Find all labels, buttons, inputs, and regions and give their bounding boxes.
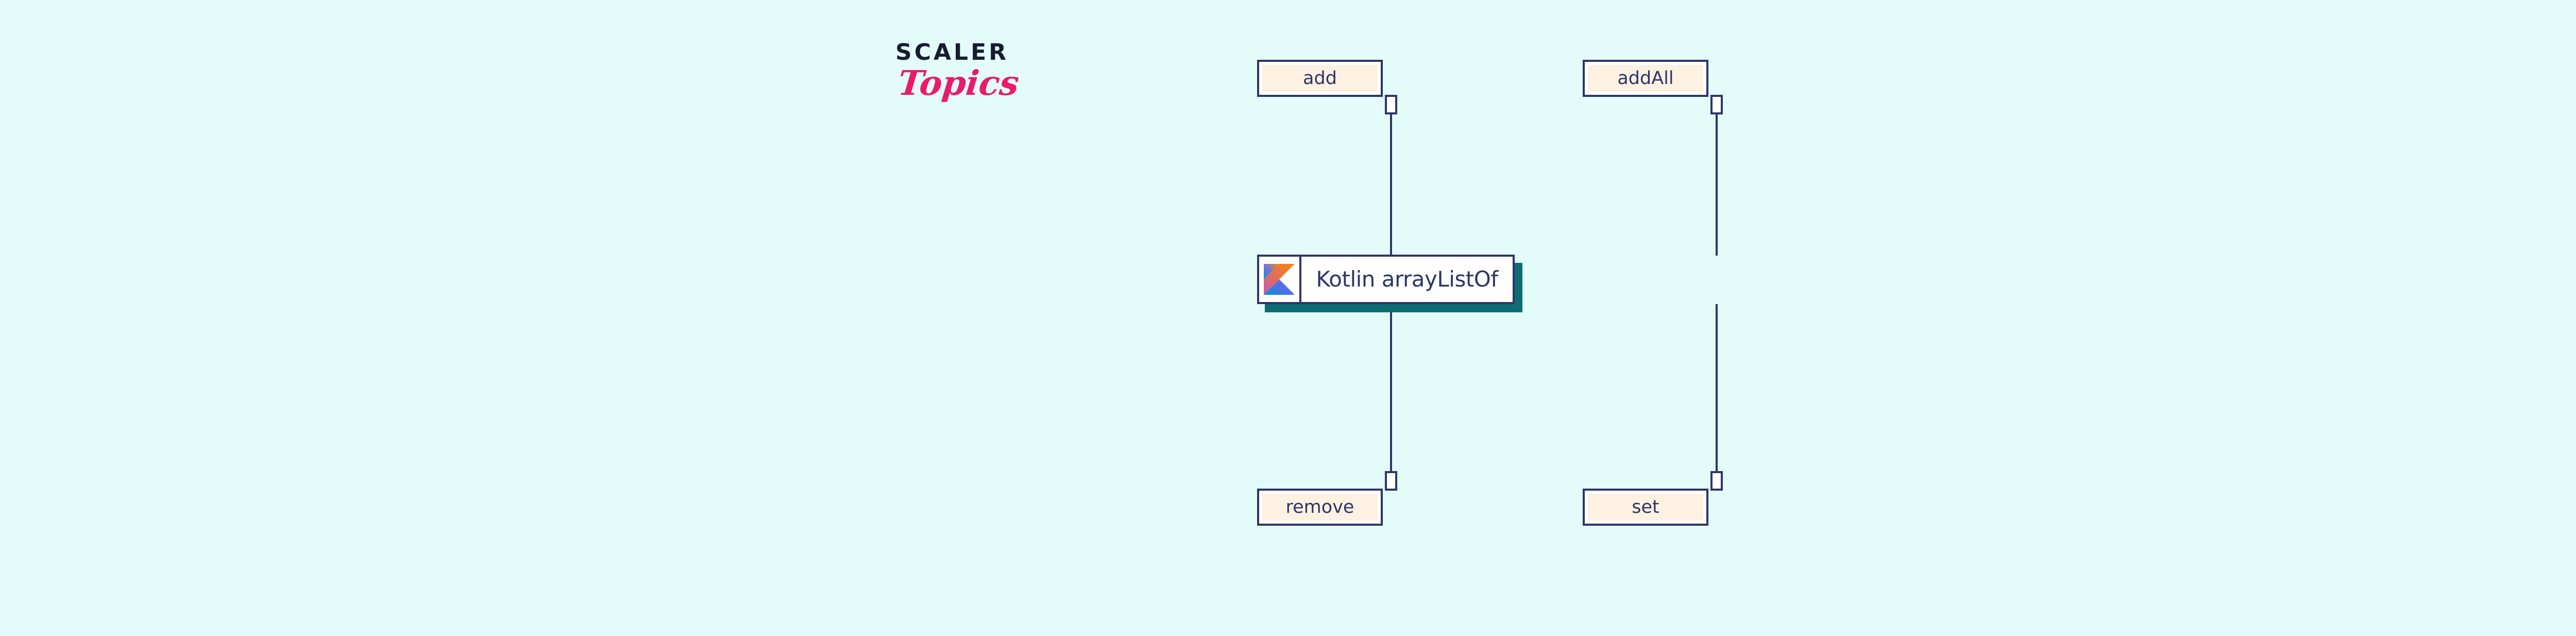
connector-line-remove — [1390, 304, 1392, 474]
node-addall[interactable]: addAll — [1583, 60, 1708, 97]
kotlin-logo-icon — [1259, 257, 1301, 302]
connector-stub-add — [1385, 95, 1397, 114]
connector-stub-addall — [1710, 95, 1723, 114]
connector-line-addall — [1716, 109, 1718, 256]
connector-line-set — [1716, 304, 1718, 474]
node-add[interactable]: add — [1257, 60, 1383, 97]
node-set-label: set — [1632, 496, 1659, 517]
node-add-label: add — [1303, 68, 1337, 89]
brand-name-scaler: SCALER — [895, 39, 1009, 65]
connector-stub-remove — [1385, 471, 1397, 491]
node-remove[interactable]: remove — [1257, 489, 1383, 526]
central-node-title: Kotlin arrayListOf — [1316, 266, 1498, 292]
connector-line-add — [1390, 109, 1392, 256]
connector-stub-set — [1710, 471, 1723, 491]
node-add-fill: add — [1262, 65, 1378, 92]
node-remove-fill: remove — [1262, 494, 1378, 521]
central-node-kotlin-arraylistof[interactable]: Kotlin arrayListOf — [1257, 255, 1515, 304]
node-remove-label: remove — [1285, 496, 1354, 517]
node-addall-fill: addAll — [1588, 65, 1703, 92]
node-set[interactable]: set — [1583, 489, 1708, 526]
central-node-title-cell: Kotlin arrayListOf — [1301, 257, 1513, 302]
node-addall-label: addAll — [1617, 68, 1674, 89]
scaler-topics-logo: SCALER Topics — [895, 41, 1060, 124]
node-set-fill: set — [1588, 494, 1703, 521]
